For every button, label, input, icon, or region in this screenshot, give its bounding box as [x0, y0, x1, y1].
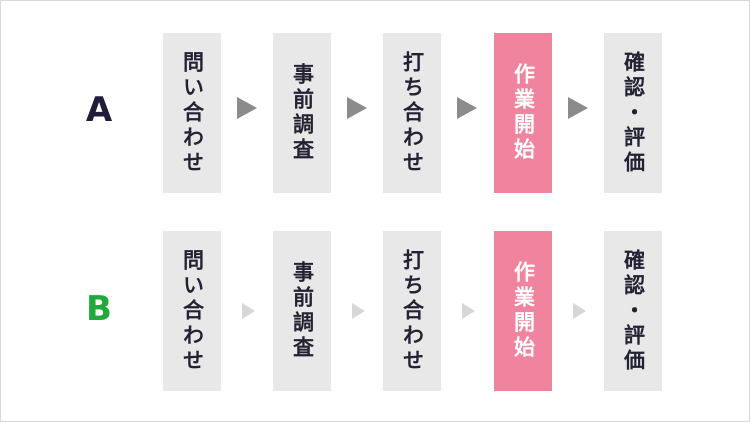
row-b-step-preliminary-survey: 事前調査 — [273, 231, 331, 391]
step-label: 事前調査 — [290, 63, 315, 163]
step-label: 確認・評価 — [621, 50, 646, 176]
row-a-step-inquiry: 問い合わせ — [163, 33, 221, 193]
row-a-step-meeting: 打ち合わせ — [383, 33, 441, 193]
step-label: 問い合わせ — [180, 50, 205, 176]
step-label: 確認・評価 — [621, 248, 646, 374]
row-a-arrow-icon — [237, 97, 257, 119]
step-label: 作業開始 — [511, 261, 536, 361]
row-a-arrow-icon — [568, 97, 588, 119]
step-label: 問い合わせ — [180, 248, 205, 374]
row-a-arrow-icon — [457, 97, 477, 119]
row-b-label: B — [86, 289, 112, 329]
step-label: 打ち合わせ — [400, 248, 425, 374]
row-a-step-work-start: 作業開始 — [494, 33, 552, 193]
row-a-step-review: 確認・評価 — [604, 33, 662, 193]
row-b-arrow-icon — [462, 303, 475, 319]
row-b-arrow-icon — [352, 303, 365, 319]
row-b-arrow-icon — [242, 303, 255, 319]
row-b-step-review: 確認・評価 — [604, 231, 662, 391]
row-a-arrow-icon — [347, 97, 367, 119]
row-a-label: A — [85, 90, 113, 130]
step-label: 作業開始 — [511, 63, 536, 163]
step-label: 打ち合わせ — [400, 50, 425, 176]
row-b-step-inquiry: 問い合わせ — [163, 231, 221, 391]
row-b-step-meeting: 打ち合わせ — [383, 231, 441, 391]
row-b-arrow-icon — [573, 303, 586, 319]
row-b-step-work-start: 作業開始 — [494, 231, 552, 391]
row-a-step-preliminary-survey: 事前調査 — [273, 33, 331, 193]
step-label: 事前調査 — [290, 261, 315, 361]
